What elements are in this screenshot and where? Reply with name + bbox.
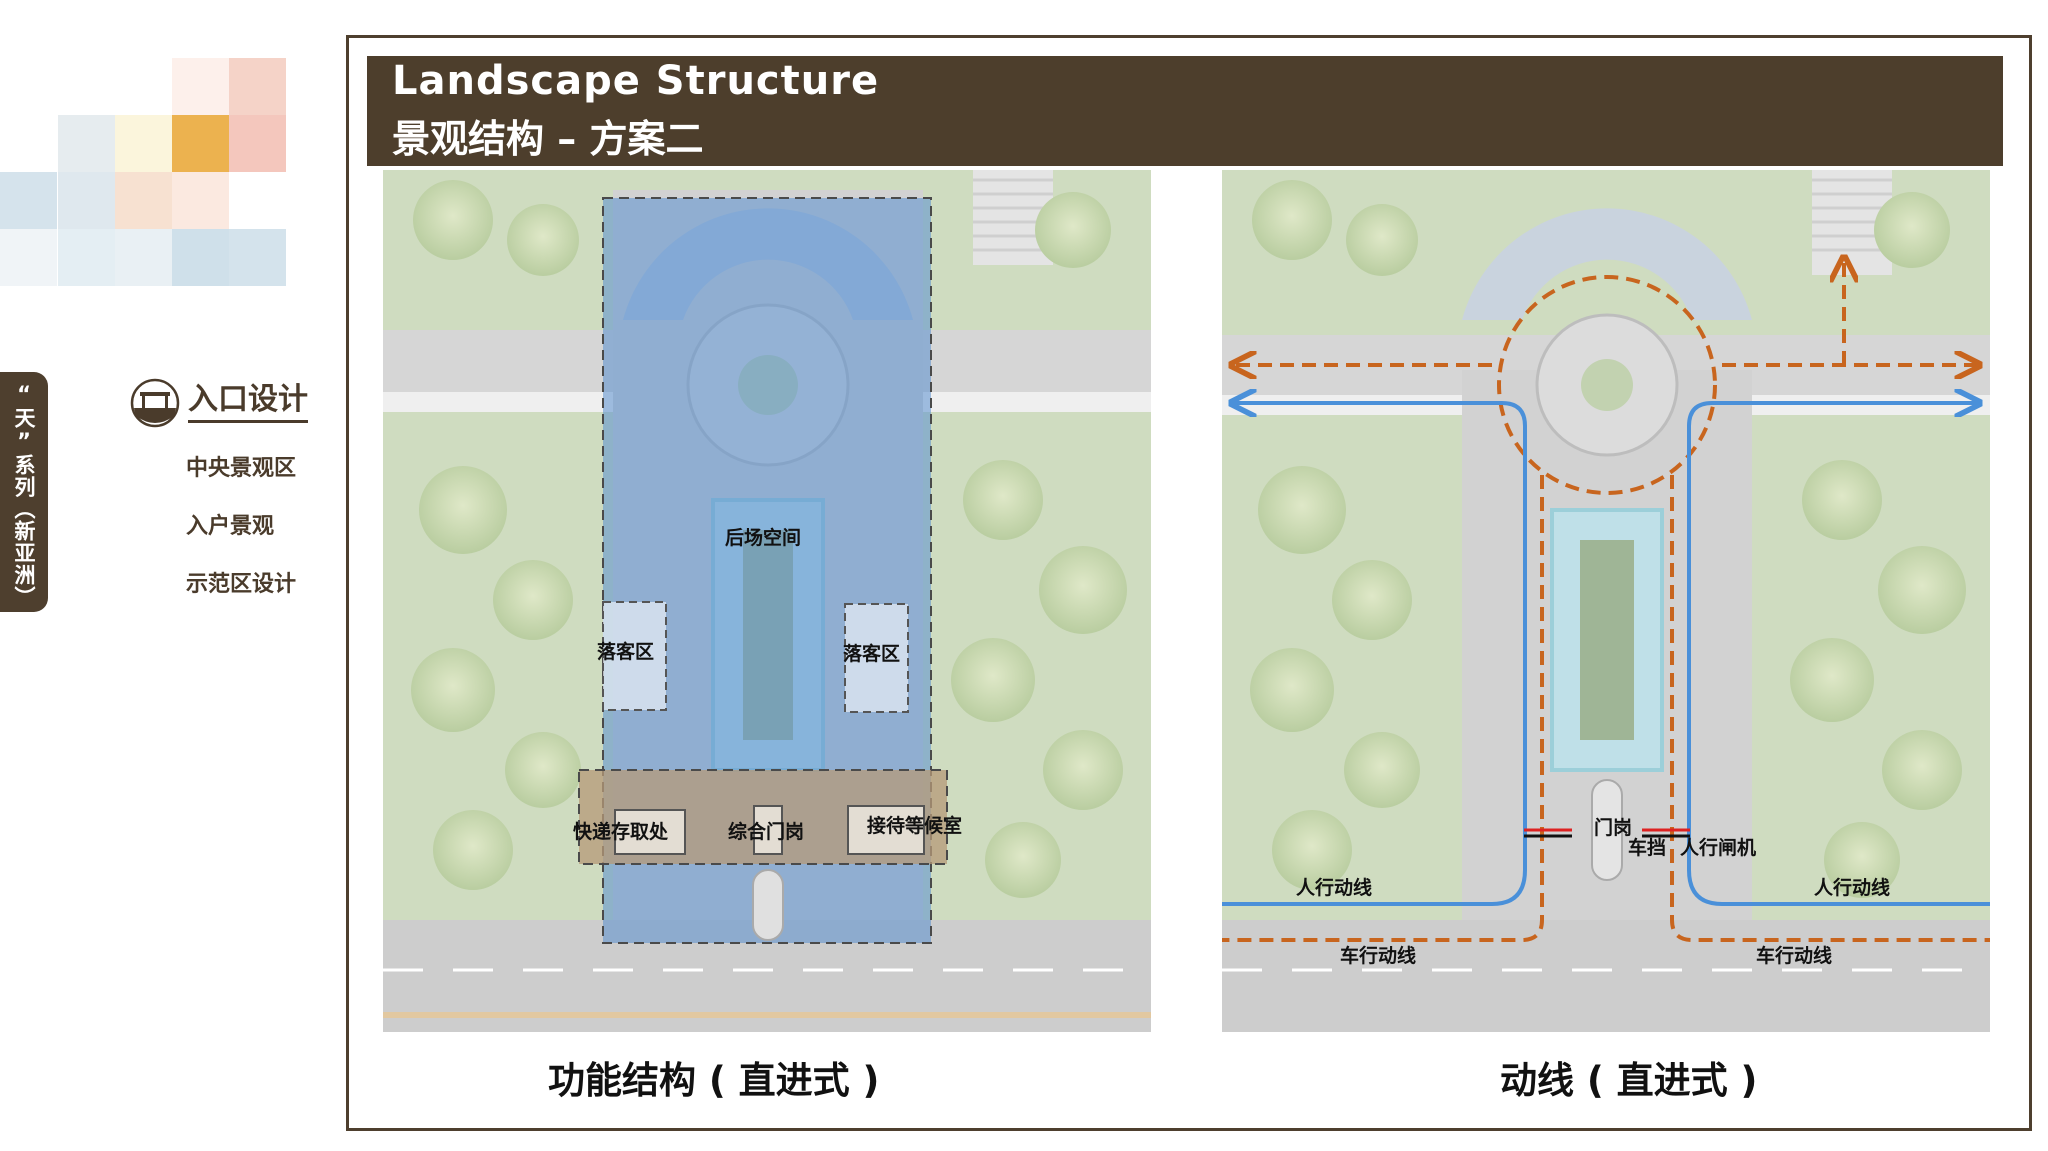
caption-function-structure: 功能结构 ( 直进式 ) (548, 1059, 880, 1102)
label-car-barrier: 车挡 (1628, 836, 1666, 859)
menu-title-entrance-design[interactable]: 入口设计 (188, 382, 308, 423)
label-back-space: 后场空间 (725, 526, 801, 549)
label-reception-room: 接待等候室 (867, 814, 962, 837)
caption-circulation: 动线 ( 直进式 ) (1500, 1059, 1758, 1102)
label-vehicle-route-right: 车行动线 (1756, 944, 1832, 967)
label-pedestrian-route-right: 人行动线 (1814, 876, 1890, 899)
label-dropoff-left: 落客区 (597, 640, 654, 663)
series-tab[interactable]: “天”系列（新亚洲） (0, 372, 48, 612)
label-pedestrian-gate: 人行闸机 (1680, 836, 1756, 859)
label-gatehouse: 综合门岗 (728, 820, 804, 843)
function-structure-plan: 后场空间 落客区 落客区 快递存取处 综合门岗 接待等候室 (383, 170, 1151, 1032)
gate-icon (130, 378, 180, 428)
menu-item-entry-landscape[interactable]: 入户景观 (186, 514, 275, 539)
menu-item-demo-area[interactable]: 示范区设计 (186, 572, 297, 597)
series-tab-label: “天”系列（新亚洲） (12, 382, 36, 608)
label-gate: 门岗 (1594, 816, 1632, 839)
label-express-pickup: 快递存取处 (573, 820, 669, 843)
menu-item-central-landscape[interactable]: 中央景观区 (186, 456, 297, 481)
content-frame (346, 35, 2032, 1131)
circulation-plan: 人行动线 人行动线 车行动线 车行动线 门岗 车挡 人行闸机 (1222, 170, 1990, 1032)
page-title-zh: 景观结构 – 方案二 (392, 117, 704, 161)
header-band (367, 56, 2003, 166)
label-vehicle-route-left: 车行动线 (1340, 944, 1416, 967)
label-pedestrian-route-left: 人行动线 (1296, 876, 1372, 899)
page-title-en: Landscape Structure (392, 58, 880, 104)
label-dropoff-right: 落客区 (843, 642, 900, 665)
